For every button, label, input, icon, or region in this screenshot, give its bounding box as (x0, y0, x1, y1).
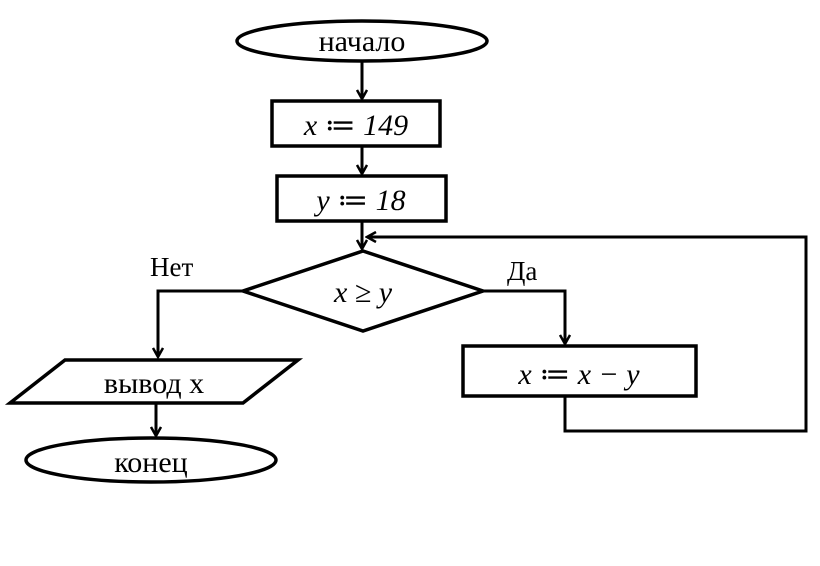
assign-y-block: y ≔ 18 (275, 174, 448, 223)
output-label: вывод x (104, 367, 204, 400)
assign-x-label: x ≔ 149 (303, 109, 408, 142)
no-branch-label: Нет (150, 252, 193, 282)
condition-decision: x ≥ y (237, 249, 489, 333)
start-terminal: начало (235, 19, 489, 63)
end-label: конец (114, 446, 187, 479)
assign-y-label: y ≔ 18 (313, 184, 405, 217)
end-terminal: конец (24, 436, 278, 484)
update-label: x ≔ x − y (517, 358, 640, 391)
start-label: начало (319, 25, 406, 58)
arrow-no-branch (158, 289, 243, 357)
arrow-yes-branch (483, 289, 565, 344)
condition-label: x ≥ y (333, 276, 393, 309)
yes-branch-label: Да (507, 256, 537, 286)
update-block: x ≔ x − y (461, 344, 698, 398)
output-block: вывод x (4, 358, 304, 405)
assign-x-block: x ≔ 149 (270, 99, 442, 148)
arrow-loop-back (367, 237, 808, 433)
